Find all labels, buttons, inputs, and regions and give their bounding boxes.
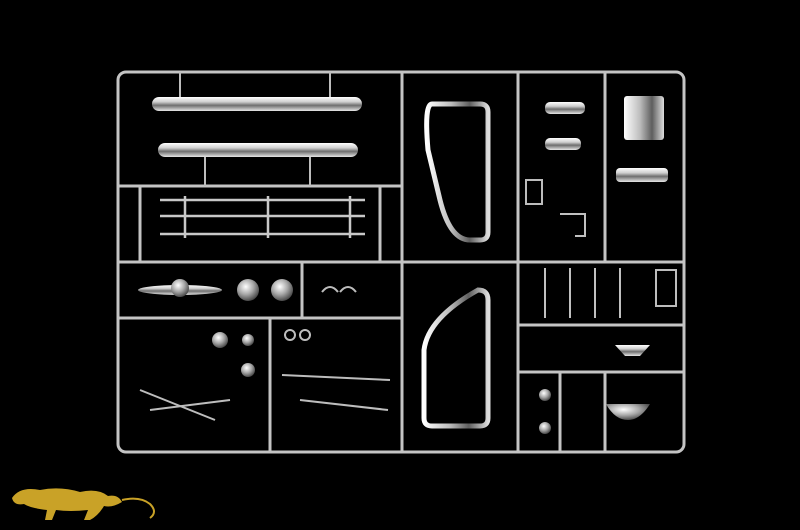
tiger-icon bbox=[12, 488, 155, 520]
small-fittings bbox=[139, 286, 391, 421]
lamp-parts bbox=[539, 268, 677, 434]
grille-rails bbox=[160, 196, 365, 238]
sprue-frame bbox=[116, 70, 686, 454]
window-frames bbox=[421, 101, 491, 429]
mirror-parts bbox=[525, 96, 668, 237]
headlights bbox=[138, 279, 293, 377]
bumper-bars bbox=[152, 72, 362, 186]
